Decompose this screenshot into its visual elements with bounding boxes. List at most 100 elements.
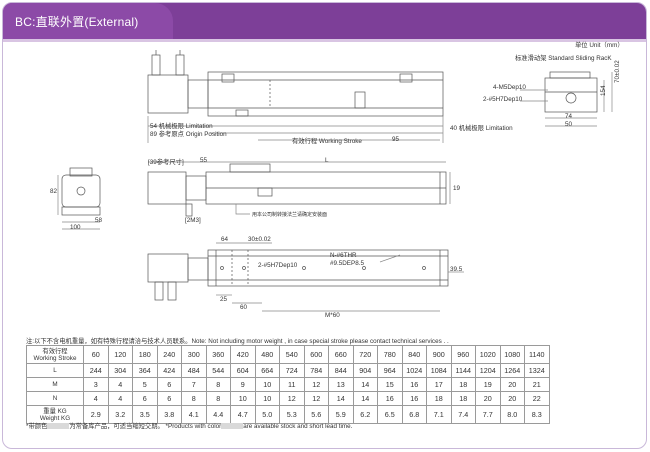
spec-cell: 484 [181, 363, 207, 378]
spec-cell: 424 [156, 363, 182, 378]
front-view [57, 161, 451, 230]
spec-cell: 5 [132, 377, 158, 392]
spec-cell: 10 [230, 391, 256, 406]
spec-cell: 14 [352, 377, 378, 392]
spec-cell: 244 [83, 363, 109, 378]
spec-cell: 784 [303, 363, 329, 378]
side-dim-50: 50 [565, 121, 573, 128]
spec-cell: 60 [83, 345, 109, 364]
spec-cell: 19 [475, 377, 501, 392]
spec-cell: 4.7 [230, 405, 256, 424]
bottom-pin: 2-#5H7Dep10 [258, 262, 298, 269]
footer-middle: 为常备库产品，可适当缩短交期。 *Products with color [69, 423, 222, 430]
spec-row-label: N [26, 391, 84, 406]
weight-note: 注:以下不含电机重量，如有特殊行程请洽与技术人员联系。Note: Not inc… [26, 338, 449, 345]
spec-cell: 2.9 [83, 405, 109, 424]
spec-cell: 20 [499, 391, 525, 406]
spec-cell: 5.3 [279, 405, 305, 424]
spec-cell: 7 [181, 377, 207, 392]
spec-cell: 780 [377, 345, 403, 364]
footer-note: *带颜色为常备库产品，可适当缩短交期。 *Products with color… [26, 421, 352, 430]
spec-cell: 7.4 [450, 405, 476, 424]
spec-row-label-cn: 重量 KG [43, 407, 67, 415]
spec-cell: 16 [377, 391, 403, 406]
top-origin: 89 参考原点 Origin Position [150, 131, 227, 138]
spec-cell: 1080 [499, 345, 525, 364]
spec-cell: 7.7 [475, 405, 501, 424]
spec-cell: 300 [181, 345, 207, 364]
bottom-view [147, 242, 464, 312]
standard-rack-label: 标准滑动架 Standard Sliding RacK [515, 55, 612, 62]
spec-cell: 4 [107, 377, 133, 392]
bottom-dim-60: 60 [240, 304, 248, 311]
spec-cell: 12 [303, 377, 329, 392]
spec-row-label-cn: 有效行程 [42, 347, 68, 355]
header-accent-line [3, 39, 646, 42]
front-dim-19: 19 [453, 185, 461, 192]
front-dim-58: 58 [95, 217, 103, 224]
top-dim-95: 95 [392, 136, 400, 143]
front-dim-L: L [325, 157, 329, 164]
bottom-dim-64: 64 [221, 236, 229, 243]
spec-cell: 9 [230, 377, 256, 392]
spec-cell: 480 [254, 345, 280, 364]
spec-cell: 604 [230, 363, 256, 378]
front-note: 用本公司制转接法兰请确定安装面 [252, 212, 328, 218]
spec-cell: 960 [450, 345, 476, 364]
spec-cell: 6.8 [401, 405, 427, 424]
spec-cell: 304 [107, 363, 133, 378]
spec-cell: 120 [107, 345, 133, 364]
top-limit-left: 54 机械极限 Limitation [150, 123, 213, 130]
spec-cell: 1264 [499, 363, 525, 378]
page-title: BC:直联外置(External) [15, 15, 139, 29]
spec-cell: 12 [279, 391, 305, 406]
side-m5-label: 4-M5Dep10 [493, 84, 526, 91]
spec-cell: 1020 [475, 345, 501, 364]
spec-cell: 8.3 [524, 405, 550, 424]
side-dim-height: 70±0.02 [614, 60, 621, 83]
spec-cell: 364 [132, 363, 158, 378]
footer-suffix: are available stock and short lead time. [243, 423, 353, 430]
spec-cell: 8 [205, 377, 231, 392]
spec-cell: 240 [156, 345, 182, 364]
spec-cell: 15 [377, 377, 403, 392]
top-view [147, 50, 444, 143]
spec-cell: 5.6 [303, 405, 329, 424]
stock-color-swatch [47, 423, 70, 430]
spec-cell: 13 [328, 377, 354, 392]
spec-cell: 10 [254, 391, 280, 406]
bottom-dim-30: 30±0.02 [248, 236, 271, 243]
spec-cell: 8 [205, 391, 231, 406]
spec-cell: 1144 [450, 363, 476, 378]
spec-cell: 8 [181, 391, 207, 406]
spec-cell: 16 [401, 377, 427, 392]
spec-cell: 17 [426, 377, 452, 392]
spec-cell: 544 [205, 363, 231, 378]
spec-cell: 6 [156, 391, 182, 406]
header-tab [3, 3, 173, 39]
spec-cell: 660 [328, 345, 354, 364]
spec-row-label: L [26, 363, 84, 378]
spec-cell: 720 [352, 345, 378, 364]
spec-cell: 900 [426, 345, 452, 364]
side-dim-74: 74 [565, 113, 573, 120]
side-dim-154: 154 [600, 85, 607, 96]
spec-cell: 1324 [524, 363, 550, 378]
top-working-stroke: 有效行程 Working Stroke [292, 138, 362, 145]
spec-cell: 6.5 [377, 405, 403, 424]
top-limit-right: 40 机械极限 Limitation [450, 125, 513, 132]
spec-row-label: M [26, 377, 84, 392]
spec-cell: 360 [205, 345, 231, 364]
spec-cell: 3 [83, 377, 109, 392]
spec-cell: 840 [401, 345, 427, 364]
bottom-dim-39-5: 39.5 [450, 266, 463, 273]
bottom-n-holes: N-#6THR [330, 252, 357, 259]
